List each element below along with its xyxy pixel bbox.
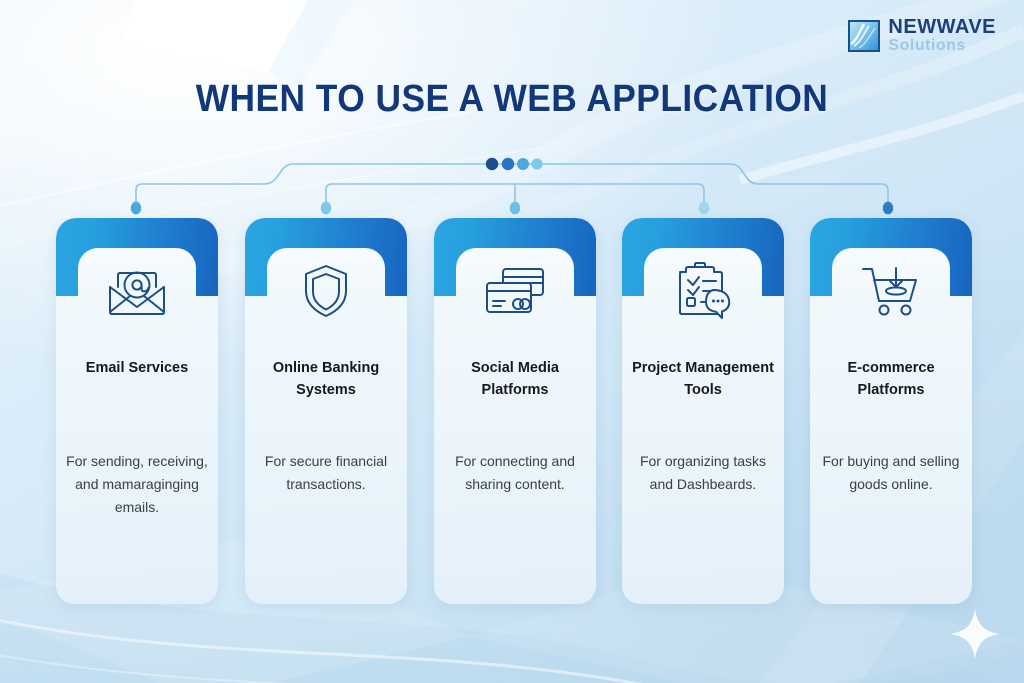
card-notch xyxy=(832,248,950,308)
card-title: E-commerce Platforms xyxy=(847,360,935,398)
envelope-at-icon xyxy=(56,260,218,322)
card-title: Social Media Platforms xyxy=(471,360,559,398)
card-ecommerce-platforms[interactable]: E-commerce Platforms For buying and sell… xyxy=(810,218,972,604)
connector-center-dot-1 xyxy=(485,157,499,171)
connector-diagram xyxy=(0,140,1024,218)
connector-branch-dot-1 xyxy=(130,201,142,215)
connector-branch-dot-3 xyxy=(509,201,521,215)
card-row: Email Services For sending, receiving, a… xyxy=(0,218,1024,606)
connector-branch-dot-2 xyxy=(320,201,332,215)
clipboard-chat-icon xyxy=(622,260,784,322)
newwave-wave-icon xyxy=(848,19,881,52)
card-description: For secure financial transactions. xyxy=(264,453,388,493)
card-description: For buying and selling goods online. xyxy=(822,453,960,493)
connector-branch-dot-5 xyxy=(882,201,894,215)
connector-center-dot-4 xyxy=(531,158,543,170)
card-title: Email Services xyxy=(85,360,189,376)
card-online-banking-systems[interactable]: Online Banking Systems For secure financ… xyxy=(245,218,407,604)
card-description: For organizing tasks and Dashbeards. xyxy=(639,453,767,493)
card-project-management-tools[interactable]: Project Management Tools For organizing … xyxy=(622,218,784,604)
credit-cards-icon xyxy=(434,260,596,322)
card-email-services[interactable]: Email Services For sending, receiving, a… xyxy=(56,218,218,604)
connector-center-dot-3 xyxy=(517,158,529,170)
brand-logo[interactable]: NEWWAVE Solutions xyxy=(848,17,996,54)
card-title: Project Management Tools xyxy=(632,360,774,398)
card-title: Online Banking Systems xyxy=(272,360,380,398)
card-social-media-platforms[interactable]: Social Media Platforms For connecting an… xyxy=(434,218,596,604)
page-title: WHEN TO USE A WEB APPLICATION xyxy=(195,78,829,120)
card-description: For connecting and sharing content. xyxy=(455,453,575,493)
card-notch xyxy=(267,248,385,308)
shield-icon xyxy=(245,260,407,322)
shopping-cart-icon xyxy=(810,260,972,322)
four-point-star-icon xyxy=(948,607,1002,661)
brand-tagline: Solutions xyxy=(888,37,966,54)
card-description: For sending, receiving, and mamaragingin… xyxy=(66,453,208,516)
card-notch xyxy=(644,248,762,308)
connector-branch-dot-4 xyxy=(698,201,710,215)
connector-center-dot-2 xyxy=(501,157,515,171)
brand-name: NEWWAVE xyxy=(888,16,996,38)
